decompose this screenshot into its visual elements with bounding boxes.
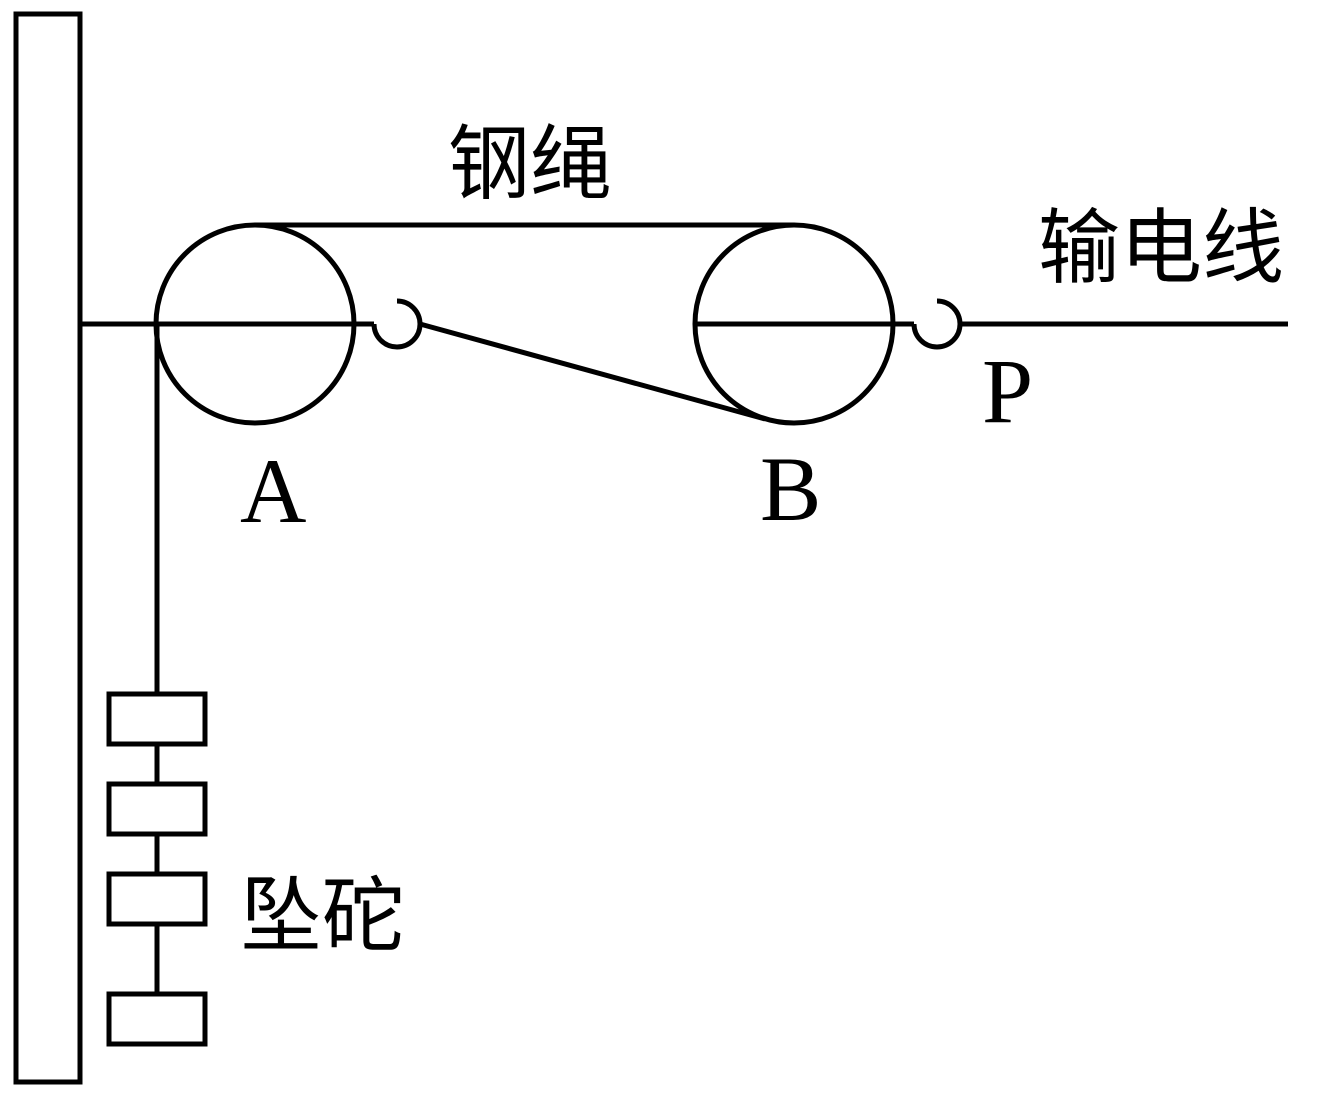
hook-left <box>371 298 423 350</box>
steel-rope-label: 钢绳 <box>448 117 612 212</box>
counterweight-block <box>106 691 208 747</box>
counterweight-block <box>106 781 208 837</box>
pulley-a-label: A <box>240 440 306 542</box>
pole <box>13 11 83 1085</box>
pulley-b-label: B <box>760 438 821 540</box>
counterweight-block <box>106 871 208 927</box>
steel-rope-diagonal <box>419 321 766 422</box>
counterweight-block <box>106 991 208 1047</box>
counterweight-label: 坠砣 <box>240 869 404 964</box>
power-line-label: 输电线 <box>1038 201 1284 296</box>
hook-p <box>911 298 963 350</box>
point-p-label: P <box>982 340 1033 442</box>
